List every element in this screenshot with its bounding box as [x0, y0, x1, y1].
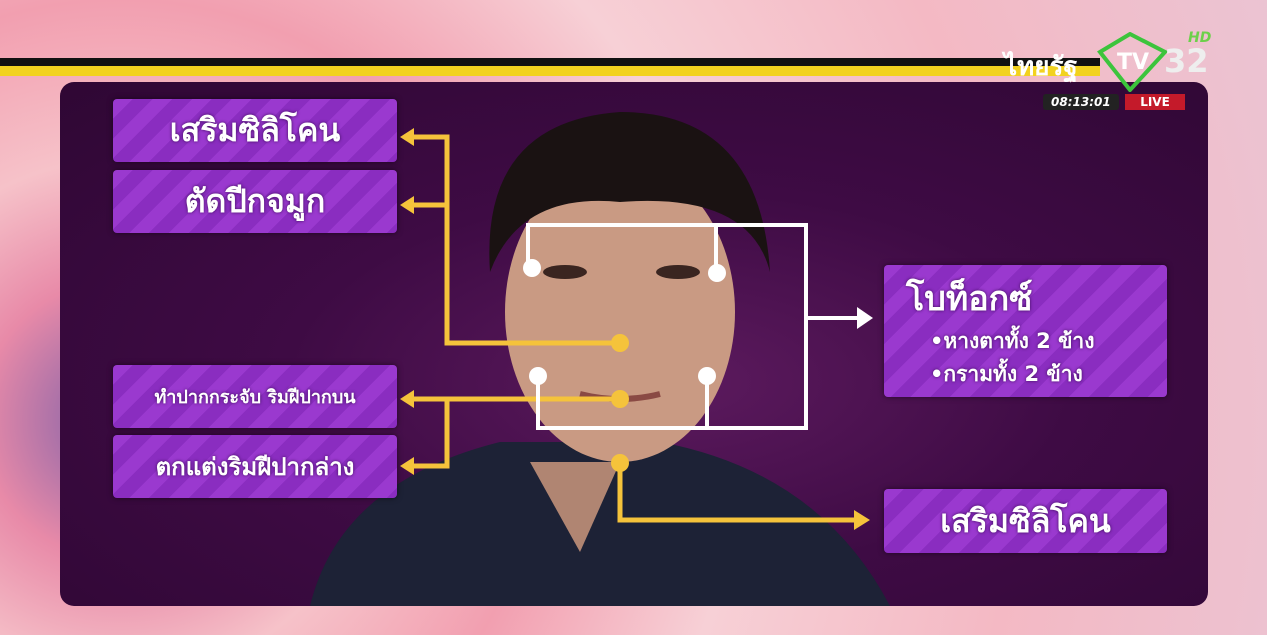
clock: 08:13:01: [1043, 94, 1119, 110]
logo-hd: HD: [1188, 30, 1212, 46]
label-nose-wing: ตัดปีกจมูก: [113, 170, 397, 233]
label-botox: โบท็อกซ์ •หางตาทั้ง 2 ข้าง •กรามทั้ง 2 ข…: [884, 265, 1167, 397]
label-lower-lip: ตกแต่งริมฝีปากล่าง: [113, 435, 397, 498]
header-stripe: [0, 58, 1100, 76]
logo-number: 32: [1164, 42, 1209, 80]
label-text: ทำปากกระจับ ริมฝีปากบน: [154, 387, 356, 408]
logo-tv: TV: [1117, 50, 1150, 75]
label-nose-silicone: เสริมซิลิโคน: [113, 99, 397, 162]
logo-graphic: [1097, 31, 1169, 94]
botox-title: โบท็อกซ์: [906, 279, 1033, 319]
logo-name: ไทยรัฐ: [1004, 52, 1078, 82]
label-text: เสริมซิลิโคน: [940, 501, 1111, 540]
label-chin-silicone: เสริมซิลิโคน: [884, 489, 1167, 553]
label-upper-lip: ทำปากกระจับ ริมฝีปากบน: [113, 365, 397, 428]
botox-item: •หางตาทั้ง 2 ข้าง: [930, 329, 1095, 353]
label-text: ตกแต่งริมฝีปากล่าง: [155, 453, 355, 481]
person-photo: [310, 112, 890, 606]
botox-item: •กรามทั้ง 2 ข้าง: [930, 362, 1083, 386]
label-text: เสริมซิลิโคน: [169, 111, 341, 149]
live-badge: LIVE: [1125, 94, 1185, 110]
label-text: ตัดปีกจมูก: [184, 182, 326, 220]
channel-logo: ไทยรัฐ TV 32 HD: [1000, 30, 1220, 94]
